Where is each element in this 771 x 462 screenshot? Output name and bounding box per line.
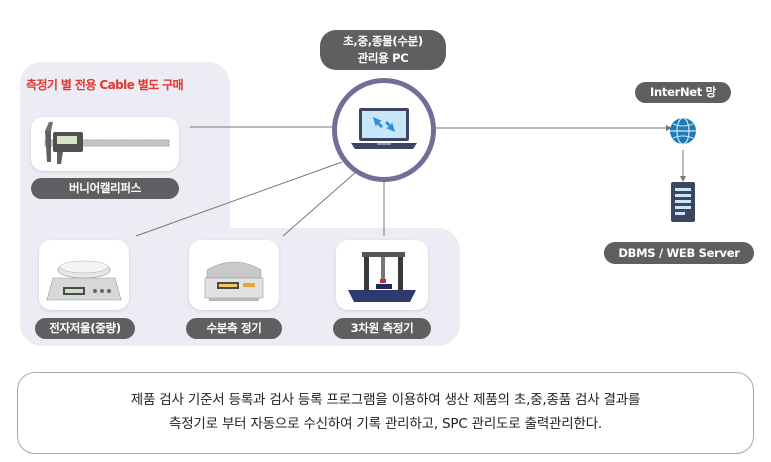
server-icon — [671, 182, 695, 222]
device-label-scale: 전자저울(중량) — [35, 318, 135, 339]
electronic-scale-icon — [46, 260, 122, 301]
cmm-machine-icon — [348, 252, 416, 302]
pc-label: 초,중,종물(수분) 관리용 PC — [320, 30, 446, 70]
device-card-vernier — [31, 117, 179, 171]
server-label: DBMS / WEB Server — [604, 242, 754, 264]
device-card-scale — [39, 240, 129, 310]
laptop-node — [332, 78, 436, 182]
device-card-cmm — [336, 240, 428, 310]
device-label-moisture: 수분측 정기 — [186, 318, 282, 339]
pc-label-line2: 관리용 PC — [357, 51, 409, 65]
device-card-moisture — [189, 240, 279, 310]
description-line1: 제품 검사 기준서 등록과 검사 등록 프로그램을 이용하여 생산 제품의 초,… — [130, 392, 641, 408]
moisture-analyzer-icon — [204, 261, 264, 301]
section-title: 측정기 별 전용 Cable 별도 구매 — [26, 78, 184, 92]
globe-icon — [670, 117, 696, 145]
internet-label: InterNet 망 — [635, 82, 731, 103]
pc-label-line1: 초,중,종물(수분) — [343, 34, 423, 48]
description-line2: 측정기로 부터 자동으로 수신하여 기록 관리하고, SPC 관리도로 출력관리… — [168, 416, 603, 432]
laptop-icon — [351, 108, 417, 149]
device-label-cmm: 3차원 측정기 — [333, 318, 431, 339]
description-box: 제품 검사 기준서 등록과 검사 등록 프로그램을 이용하여 생산 제품의 초,… — [17, 372, 754, 454]
vernier-caliper-icon — [44, 122, 170, 164]
device-label-vernier: 버니어캘리퍼스 — [31, 178, 179, 199]
